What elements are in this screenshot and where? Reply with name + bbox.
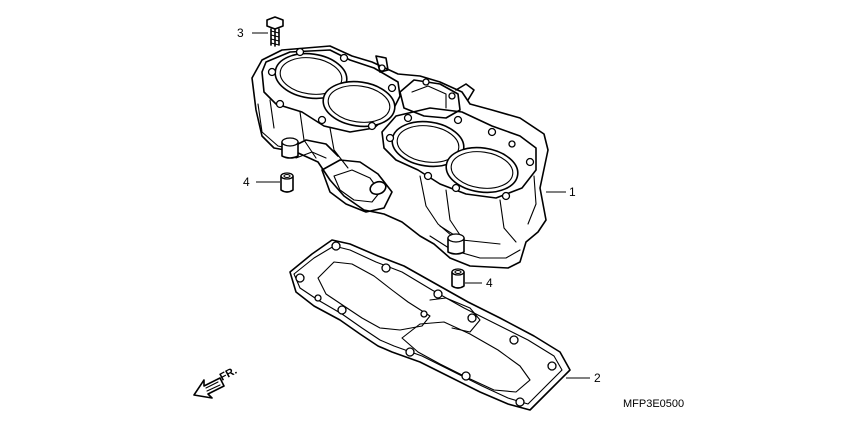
dowel-pin-right xyxy=(451,268,465,289)
callout-4-right: 4 xyxy=(486,276,493,290)
bolt xyxy=(266,16,284,47)
cylinder-block xyxy=(251,45,549,269)
callout-3: 3 xyxy=(237,26,244,40)
front-direction-arrow-icon xyxy=(193,377,225,399)
front-direction-label: FR. xyxy=(218,365,239,384)
dowel-pin-left xyxy=(280,172,294,193)
cylinder-base-gasket xyxy=(289,239,571,411)
figure-code: MFP3E0500 xyxy=(623,398,684,410)
callout-2: 2 xyxy=(594,371,601,385)
callout-4-left: 4 xyxy=(243,175,250,189)
callout-1: 1 xyxy=(569,185,576,199)
